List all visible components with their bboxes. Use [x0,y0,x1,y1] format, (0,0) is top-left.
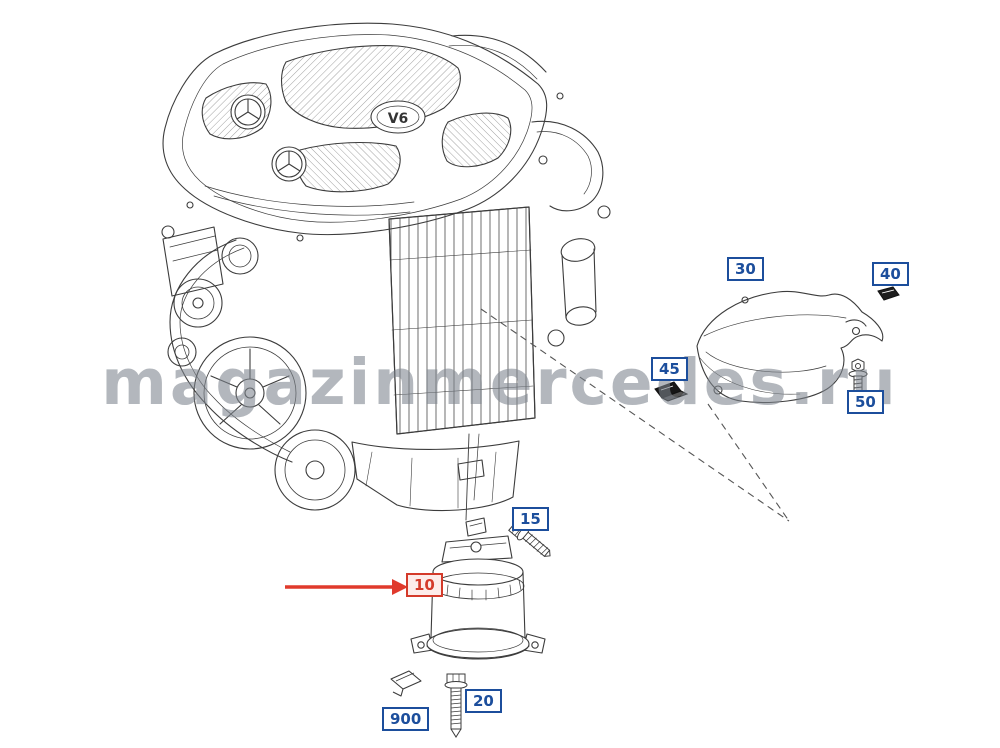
clip-40-illustration [877,286,900,301]
engine-mount-illustration [410,517,546,660]
heat-shield-illustration [696,290,884,403]
callout-15[interactable]: 15 [512,507,549,531]
callout-20[interactable]: 20 [465,689,502,713]
bolt-20-illustration [444,673,468,738]
engine-illustration: V6 [161,22,611,521]
callout-40[interactable]: 40 [872,262,909,286]
callout-50[interactable]: 50 [847,390,884,414]
callout-45[interactable]: 45 [651,357,688,381]
brand-star-icon [230,94,266,130]
callout-900[interactable]: 900 [382,707,430,731]
dashed-leader-lines [480,308,790,522]
bracket-900-illustration [390,670,422,697]
pointer-arrow-icon [285,579,408,595]
callout-30[interactable]: 30 [727,257,764,281]
bolt-50-illustration [848,358,868,400]
v6-badge-label: V6 [388,111,409,127]
sensor-45-illustration [654,381,689,402]
brand-star-icon [271,146,307,182]
callout-10[interactable]: 10 [406,573,443,597]
